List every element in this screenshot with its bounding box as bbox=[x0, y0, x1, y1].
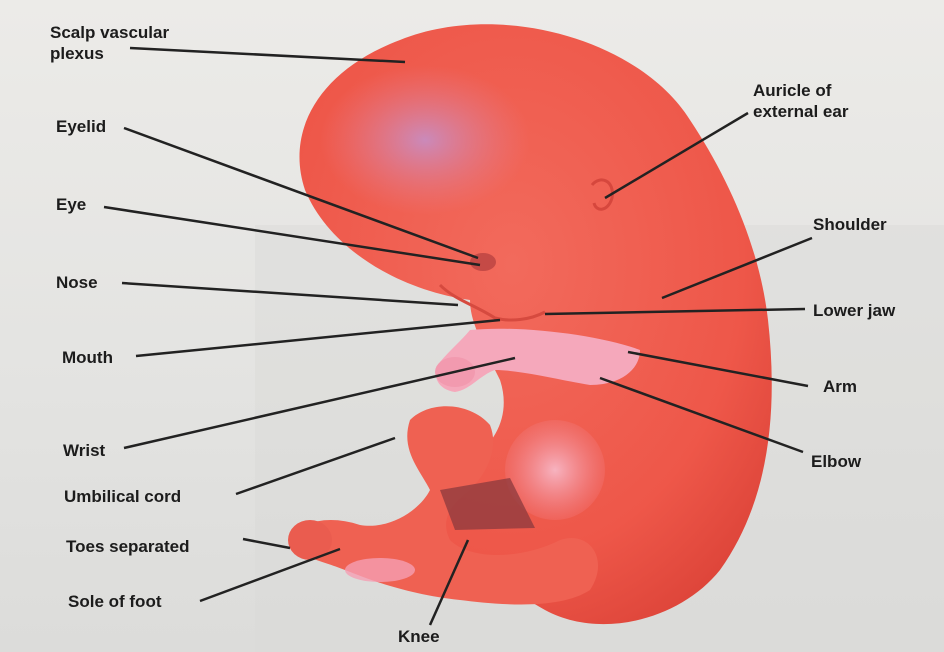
label-scalp-vascular-plexus: Scalp vascular plexus bbox=[50, 22, 169, 64]
label-nose: Nose bbox=[56, 272, 98, 293]
label-toes-separated: Toes separated bbox=[66, 536, 189, 557]
scalp-vascular-area bbox=[320, 65, 530, 215]
label-wrist: Wrist bbox=[63, 440, 105, 461]
leader-scalp bbox=[130, 48, 405, 62]
sole-highlight bbox=[345, 558, 415, 582]
label-auricle-of-external-ear: Auricle of external ear bbox=[753, 80, 848, 122]
label-mouth: Mouth bbox=[62, 347, 113, 368]
label-arm: Arm bbox=[823, 376, 857, 397]
label-sole-of-foot: Sole of foot bbox=[68, 591, 161, 612]
label-knee: Knee bbox=[398, 626, 440, 647]
label-eyelid: Eyelid bbox=[56, 116, 106, 137]
label-lower-jaw: Lower jaw bbox=[813, 300, 895, 321]
label-elbow: Elbow bbox=[811, 451, 861, 472]
label-eye: Eye bbox=[56, 194, 86, 215]
label-shoulder: Shoulder bbox=[813, 214, 887, 235]
label-umbilical-cord: Umbilical cord bbox=[64, 486, 181, 507]
